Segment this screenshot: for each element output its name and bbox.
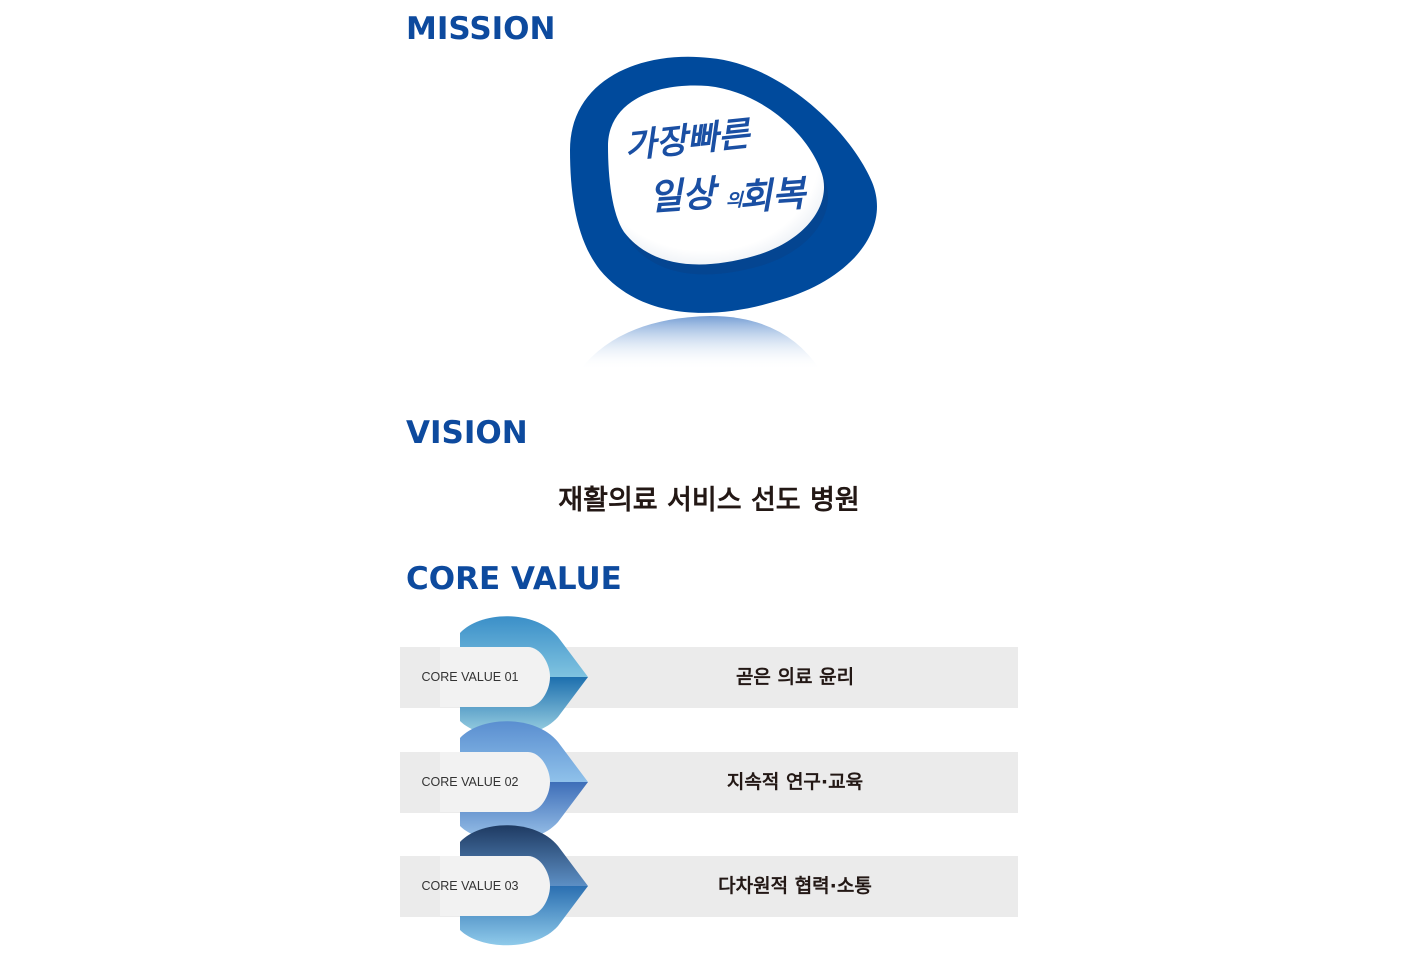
mission-heading: MISSION <box>406 11 556 47</box>
core-value-label: CORE VALUE 02 <box>421 775 519 789</box>
core-value-text: 지속적 연구·교육 <box>726 771 864 793</box>
mission-slogan-line2-a: 일상 <box>648 172 722 219</box>
core-value-row: CORE VALUE 03 다차원적 협력·소통 <box>400 825 1018 946</box>
core-value-label: CORE VALUE 01 <box>421 670 519 684</box>
mission-emblem: 가장빠른 일상 의 회복 <box>570 56 877 370</box>
vision-statement: 재활의료 서비스 선도 병원 <box>558 485 860 516</box>
core-value-row: CORE VALUE 02 지속적 연구·교육 <box>400 721 1018 842</box>
core-value-shield-graphic <box>440 721 588 842</box>
vision-heading: VISION <box>406 415 528 451</box>
core-value-text: 다차원적 협력·소통 <box>718 875 872 897</box>
core-value-label: CORE VALUE 03 <box>421 879 519 893</box>
core-value-shield-graphic <box>440 616 588 737</box>
core-value-row: CORE VALUE 01 곧은 의료 윤리 <box>400 616 1018 737</box>
mission-slogan-line2-c: 회복 <box>738 172 810 219</box>
core-value-text: 곧은 의료 윤리 <box>735 666 855 688</box>
emblem-inner <box>608 85 825 265</box>
emblem-reflection <box>580 316 820 370</box>
core-value-heading: CORE VALUE <box>406 561 622 597</box>
core-value-shield-graphic <box>440 825 588 946</box>
mission-slogan-line2-b: 의 <box>726 190 745 211</box>
